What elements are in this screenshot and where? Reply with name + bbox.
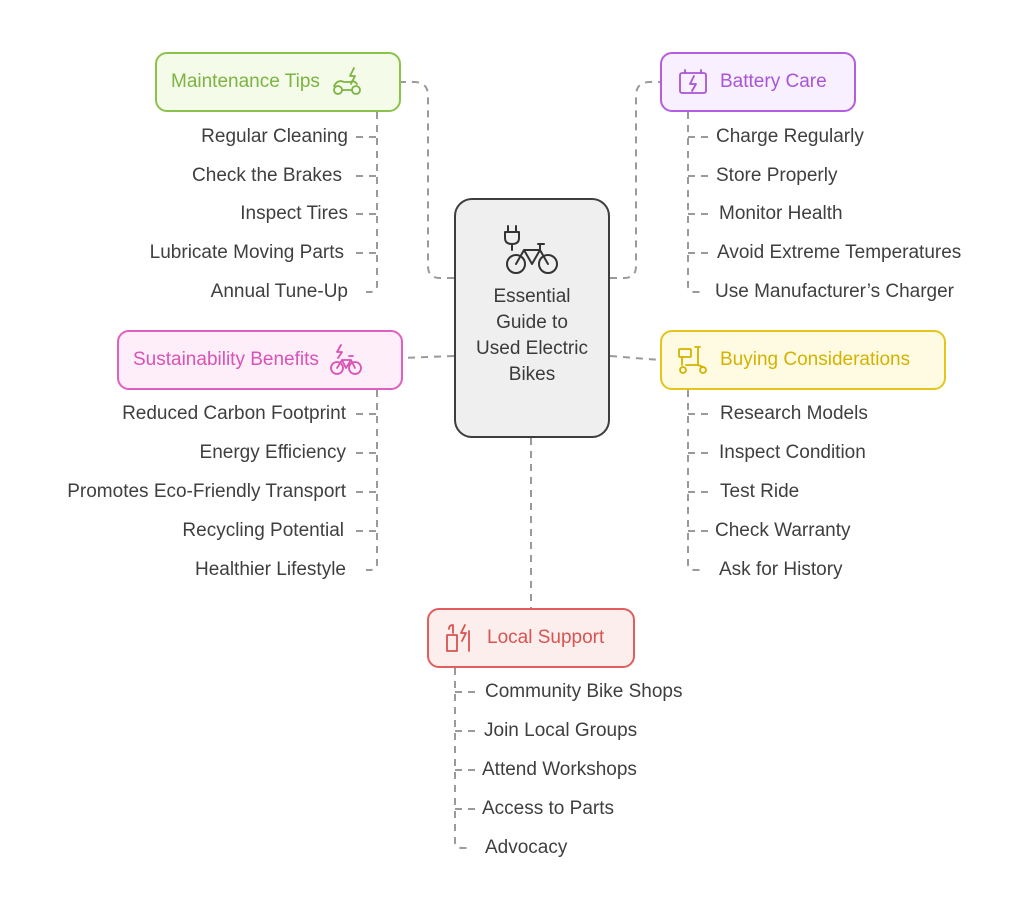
battery-item: Charge Regularly	[716, 126, 864, 147]
connector-battery	[610, 81, 660, 279]
sustainability-item: Recycling Potential	[182, 520, 344, 541]
scooter-icon	[676, 343, 710, 377]
sustainability-benefits-title: Sustainability Benefits	[133, 349, 319, 370]
sustainability-item: Reduced Carbon Footprint	[122, 403, 346, 424]
local-item: Community Bike Shops	[485, 681, 683, 702]
charging-station-icon	[443, 621, 477, 655]
buying-considerations-title: Buying Considerations	[720, 349, 911, 370]
center-node: Essential Guide to Used Electric Bikes	[454, 198, 610, 438]
electric-bicycle-icon	[329, 343, 363, 377]
battery-item: Store Properly	[716, 165, 838, 186]
buying-item: Ask for History	[719, 559, 843, 580]
maintenance-tips-title: Maintenance Tips	[171, 71, 320, 92]
maintenance-item: Lubricate Moving Parts	[149, 242, 344, 263]
spine-battery	[687, 112, 705, 293]
maintenance-tips-node: Maintenance Tips	[155, 52, 401, 112]
electric-bike-plug-icon	[502, 222, 562, 278]
connector-sustainability	[402, 355, 455, 359]
lightning-motorbike-icon	[330, 65, 364, 99]
connector-buying	[609, 355, 661, 361]
local-item: Attend Workshops	[482, 759, 637, 780]
buying-item: Inspect Condition	[719, 442, 866, 463]
sustainability-item: Promotes Eco-Friendly Transport	[67, 481, 346, 502]
spine-sustainability	[366, 390, 378, 571]
battery-care-node: Battery Care	[660, 52, 856, 112]
maintenance-item: Check the Brakes	[192, 165, 342, 186]
battery-care-title: Battery Care	[720, 71, 827, 92]
local-item: Join Local Groups	[484, 720, 638, 741]
spine-maintenance	[366, 112, 378, 293]
center-title: Essential Guide to Used Electric Bikes	[476, 286, 588, 385]
battery-item: Avoid Extreme Temperatures	[717, 242, 962, 263]
buying-item: Research Models	[720, 403, 868, 424]
buying-item: Test Ride	[720, 481, 800, 502]
battery-item: Monitor Health	[719, 203, 843, 224]
battery-charge-icon	[676, 65, 710, 99]
spine-buying	[687, 390, 705, 571]
spine-local	[454, 668, 472, 849]
local-support-node: Local Support	[427, 608, 635, 668]
sustainability-item: Energy Efficiency	[199, 442, 346, 463]
sustainability-benefits-node: Sustainability Benefits	[117, 330, 403, 390]
battery-item: Use Manufacturer’s Charger	[715, 281, 955, 302]
sustainability-item: Healthier Lifestyle	[194, 559, 346, 580]
maintenance-item: Annual Tune-Up	[210, 281, 348, 302]
local-item: Access to Parts	[482, 798, 614, 819]
local-support-title: Local Support	[487, 627, 605, 648]
buying-considerations-node: Buying Considerations	[660, 330, 946, 390]
local-item: Advocacy	[485, 837, 568, 858]
maintenance-item: Regular Cleaning	[201, 126, 348, 147]
connector-maintenance	[400, 81, 454, 279]
maintenance-item: Inspect Tires	[240, 203, 348, 224]
buying-item: Check Warranty	[715, 520, 851, 541]
